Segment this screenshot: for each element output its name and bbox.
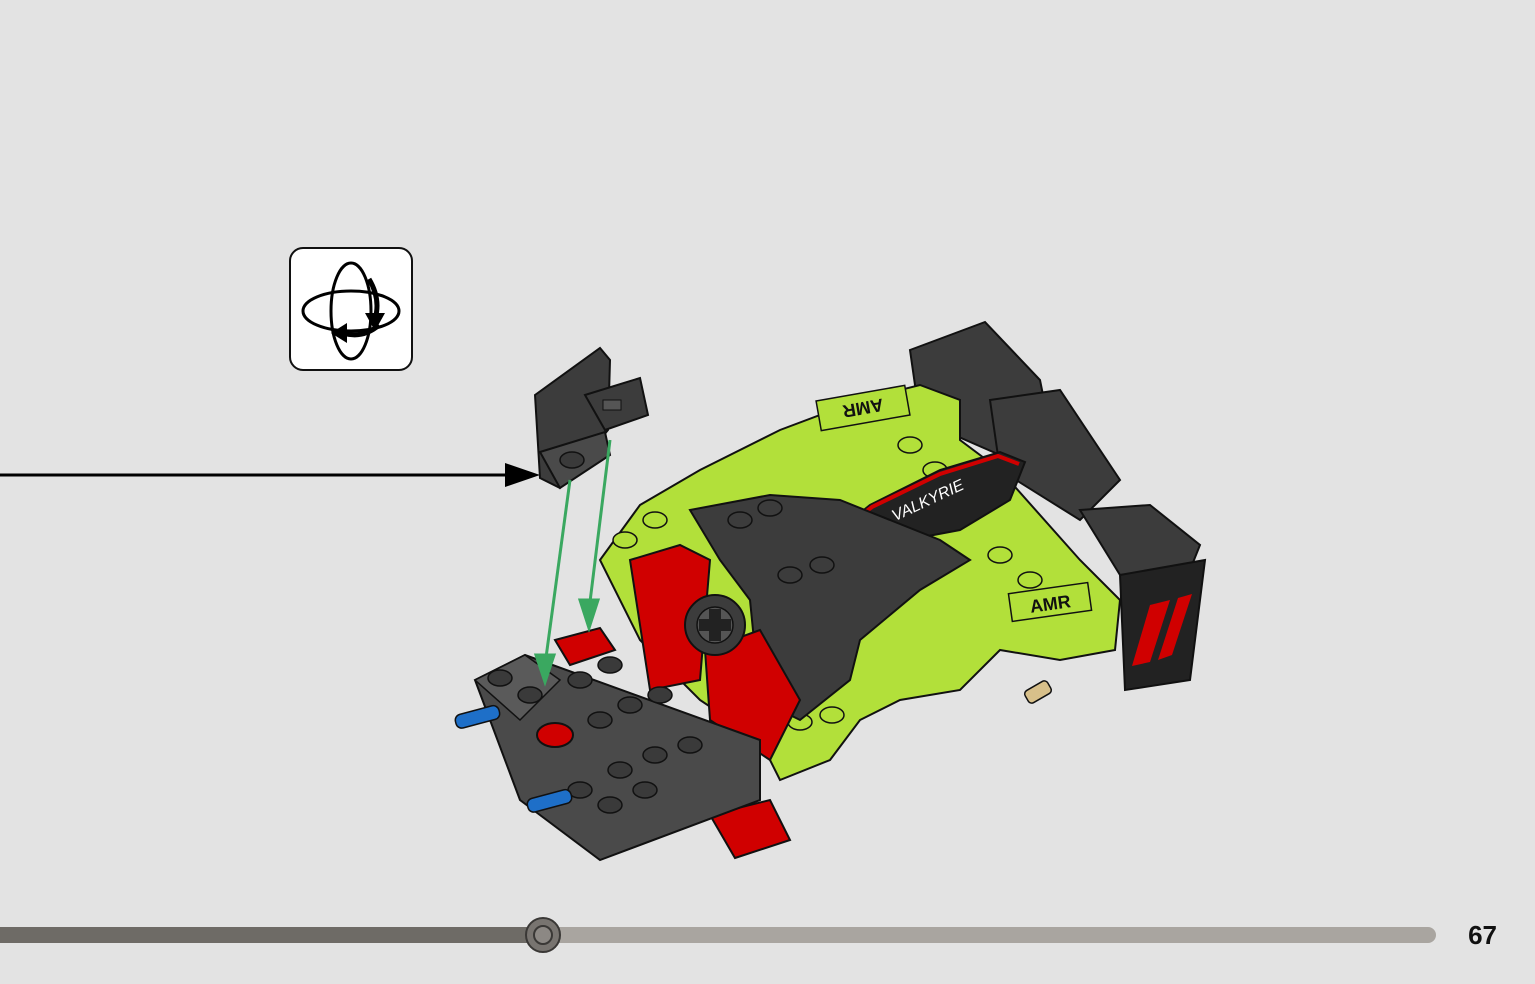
tan-axle (1023, 680, 1053, 704)
progress-fill (0, 927, 543, 943)
new-bracket-part (533, 346, 650, 490)
side-decal: AMR (1007, 581, 1093, 623)
page-number: 67 (1468, 920, 1497, 950)
rotate-model-hint (289, 247, 413, 371)
blue-pins (454, 704, 573, 813)
rotate-model-icon (301, 261, 401, 361)
callout-arrow (0, 463, 540, 487)
red-round-stud (536, 722, 574, 748)
lego-car-model: AMR AMR VALKYRIE (454, 320, 1207, 862)
placement-arrows (533, 439, 612, 687)
front-decal: AMR (815, 384, 911, 432)
axle-hub (684, 594, 746, 656)
progress-thumb[interactable] (525, 917, 561, 953)
page-progress-bar[interactable] (0, 917, 1436, 953)
